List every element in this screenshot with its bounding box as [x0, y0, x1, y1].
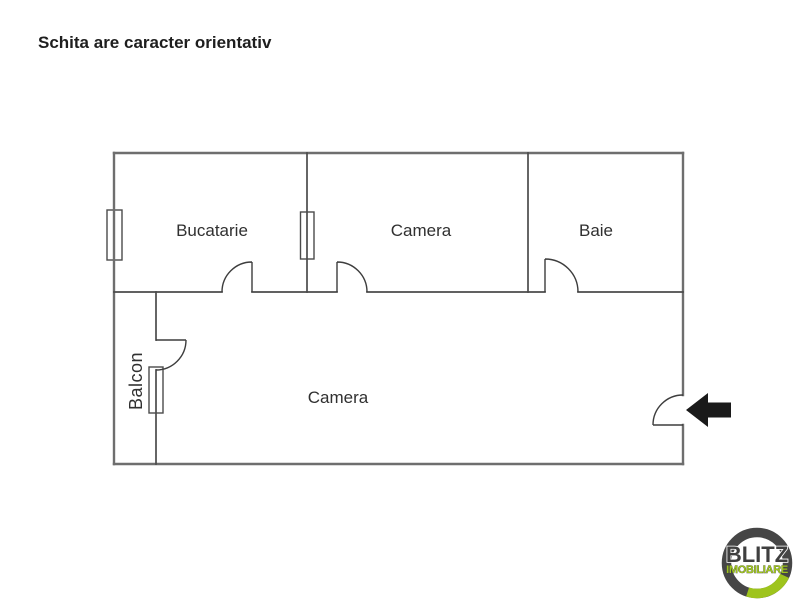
logo-ring-accent [746, 573, 789, 599]
entrance-arrow-icon [686, 393, 731, 427]
room-label-baie: Baie [579, 221, 613, 240]
room-label-balcon: Balcon [126, 352, 146, 410]
doors [155, 258, 684, 426]
disclaimer-text: Schita are caracter orientativ [38, 33, 272, 52]
door-swing-baie [544, 258, 579, 293]
door-swing-balcony [155, 339, 187, 371]
door-swing-entrance [652, 394, 684, 426]
logo-name-text: BLITZ [726, 542, 788, 567]
interior-walls [113, 152, 684, 465]
room-label-bucatarie: Bucatarie [176, 221, 248, 240]
logo-tagline-text: IMOBILIARE [726, 564, 788, 576]
door-swing-camera-top [336, 261, 368, 293]
door-swing-bucatarie [221, 261, 253, 293]
blitz-logo: BLITZ IMOBILIARE [721, 527, 793, 599]
outer-walls [112, 151, 685, 466]
room-label-camera-top: Camera [391, 221, 452, 240]
windows [106, 209, 315, 414]
room-label-camera-bottom: Camera [308, 388, 369, 407]
